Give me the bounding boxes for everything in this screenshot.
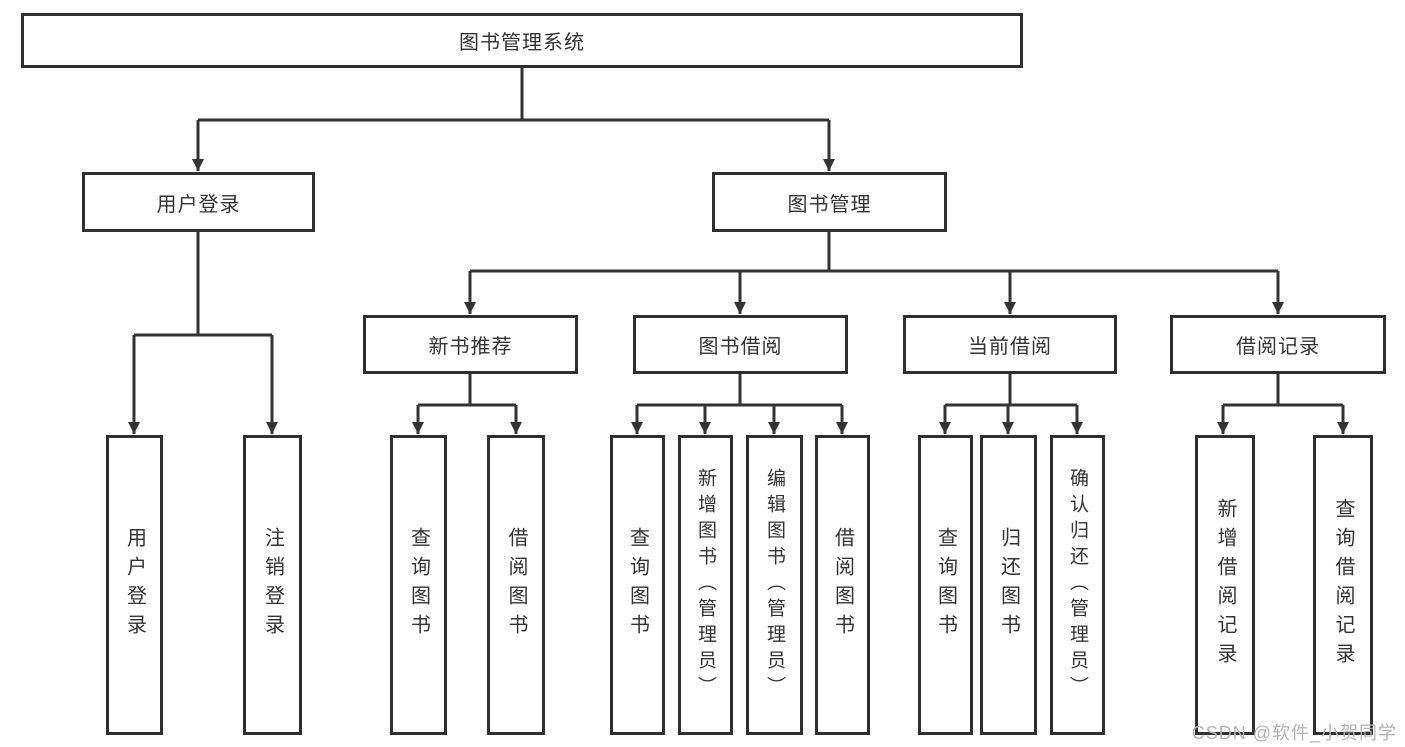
node-book-borrow: 图书借阅 (633, 315, 848, 374)
leaf-recommend-query-books: 查询图书 (390, 435, 447, 735)
leaf-user-login: 用户登录 (106, 435, 163, 735)
node-user-login: 用户登录 (82, 172, 315, 232)
leaf-edit-books-admin-label: 编辑图书（管理员） (764, 468, 785, 702)
leaf-confirm-return-admin: 确认归还（管理员） (1050, 435, 1105, 735)
node-borrow-records: 借阅记录 (1170, 315, 1386, 374)
leaf-current-query-books: 查询图书 (918, 435, 973, 735)
node-new-book-recommend-label: 新书推荐 (428, 336, 513, 358)
leaf-borrow-books: 借阅图书 (815, 435, 870, 735)
leaf-return-books-label: 归还图书 (997, 527, 1020, 643)
leaf-return-books: 归还图书 (980, 435, 1037, 735)
leaf-add-books-admin: 新增图书（管理员） (678, 435, 733, 735)
leaf-edit-books-admin: 编辑图书（管理员） (746, 435, 803, 735)
node-borrow-records-label: 借阅记录 (1236, 336, 1320, 358)
node-user-login-label: 用户登录 (156, 193, 241, 216)
leaf-recommend-query-books-label: 查询图书 (407, 527, 430, 643)
leaf-confirm-return-admin-label: 确认归还（管理员） (1067, 468, 1088, 702)
leaf-recommend-borrow-books-label: 借阅图书 (505, 527, 527, 643)
csdn-watermark: CSDN @软件_小贺同学 (1191, 723, 1397, 743)
node-new-book-recommend: 新书推荐 (363, 315, 578, 374)
node-book-borrow-label: 图书借阅 (698, 336, 783, 358)
node-root-label: 图书管理系统 (459, 32, 585, 54)
node-current-borrow: 当前借阅 (903, 315, 1117, 374)
leaf-logout-label: 注销登录 (261, 527, 284, 643)
leaf-query-borrow-record-label: 查询借阅记录 (1332, 498, 1354, 672)
leaf-logout: 注销登录 (243, 435, 302, 735)
leaf-recommend-borrow-books: 借阅图书 (487, 435, 545, 735)
node-book-management: 图书管理 (712, 172, 947, 232)
leaf-borrow-books-label: 借阅图书 (831, 527, 854, 643)
leaf-current-query-books-label: 查询图书 (934, 527, 957, 643)
leaf-add-books-admin-label: 新增图书（管理员） (695, 468, 716, 702)
leaf-borrow-query-books: 查询图书 (610, 435, 665, 735)
leaf-user-login-label: 用户登录 (123, 527, 146, 643)
node-book-management-label: 图书管理 (787, 193, 872, 216)
node-root: 图书管理系统 (21, 13, 1023, 68)
leaf-add-borrow-record-label: 新增借阅记录 (1214, 498, 1236, 672)
leaf-borrow-query-books-label: 查询图书 (626, 527, 649, 643)
leaf-query-borrow-record: 查询借阅记录 (1313, 435, 1373, 735)
node-current-borrow-label: 当前借阅 (968, 336, 1052, 358)
leaf-add-borrow-record: 新增借阅记录 (1195, 435, 1255, 735)
